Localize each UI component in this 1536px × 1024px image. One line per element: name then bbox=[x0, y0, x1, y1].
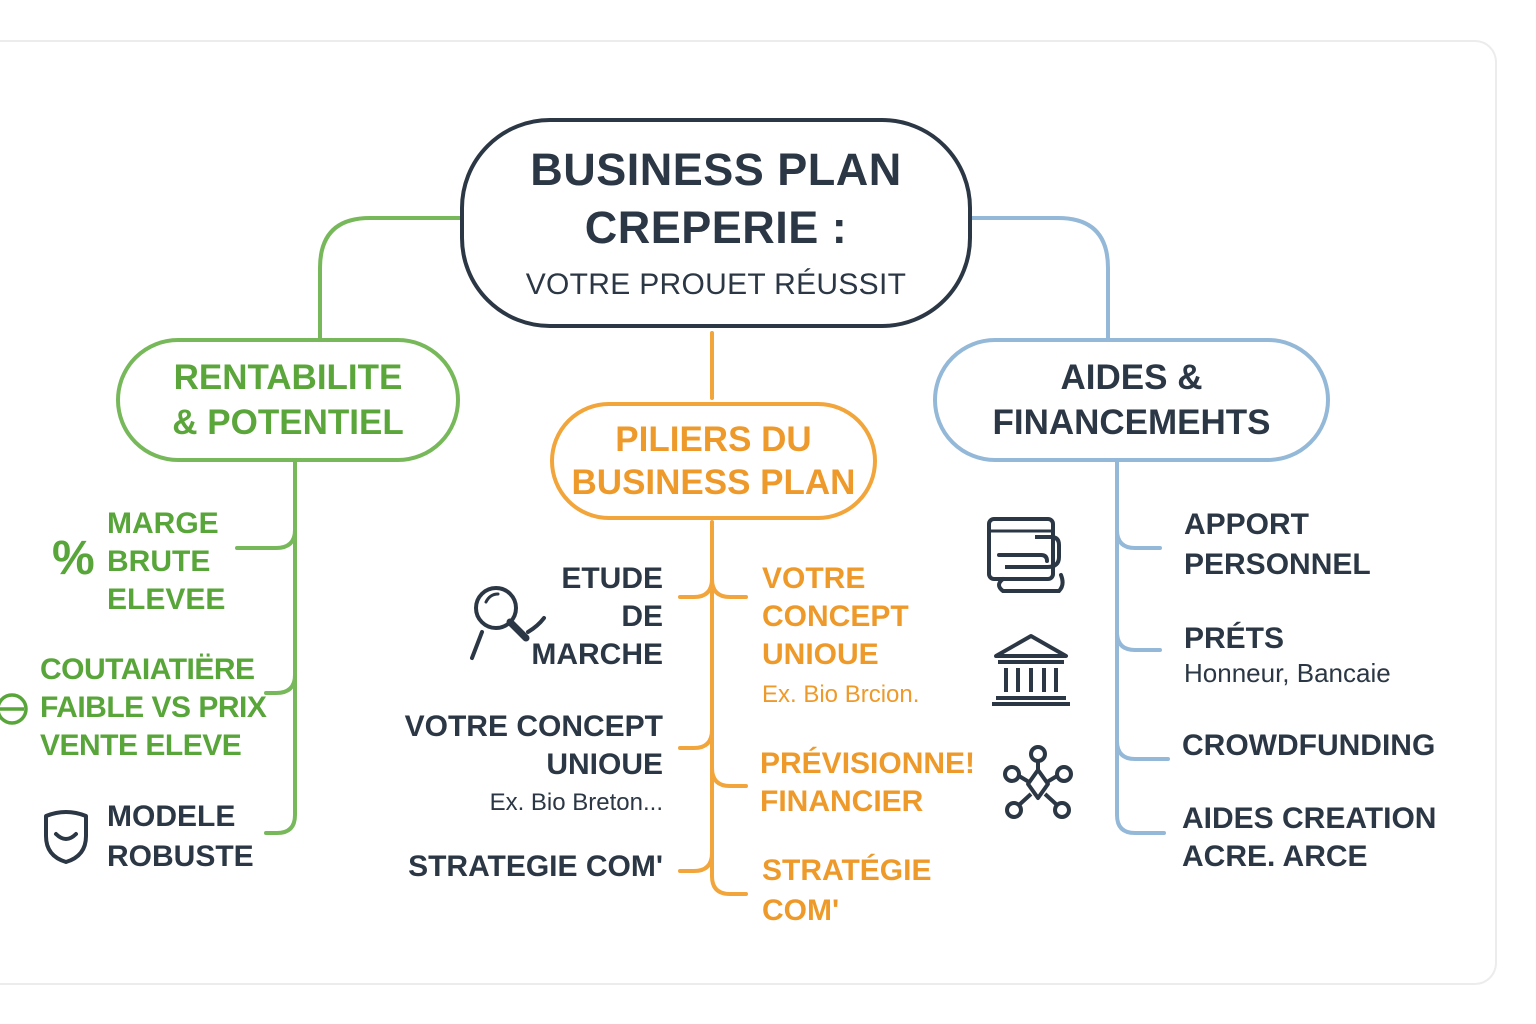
right-item-aides-creation: AIDES CREATION ACRE. ARCE bbox=[1182, 802, 1437, 873]
shield-icon bbox=[44, 810, 88, 864]
central-title-line2: CREPERIE : bbox=[584, 202, 848, 254]
middle-item-concept-right: VOTRE CONCEPT UNIOUE Ex. Bio Brcion. bbox=[762, 562, 920, 708]
connector-left-trunk bbox=[264, 460, 297, 835]
node-piliers-line1: PILIERS DU bbox=[615, 419, 812, 459]
connector-central-left bbox=[318, 216, 462, 340]
right-item-apport: APPORT PERSONNEL bbox=[1184, 508, 1371, 581]
node-rentabilite-line1: RENTABILITE bbox=[173, 357, 403, 397]
right-item-prets: PRÉTS Honneur, Bancaie bbox=[1184, 622, 1391, 688]
connector-middle-left-1 bbox=[678, 577, 714, 599]
left-item-cout: COUTAIATIËRE FAIBLE VS PRIX VENTE ELEVE bbox=[40, 653, 267, 762]
bank-icon bbox=[992, 634, 1070, 706]
network-icon bbox=[1003, 745, 1073, 819]
central-node: BUSINESS PLAN CREPERIE : VOTRE PROUET RÉ… bbox=[460, 118, 972, 328]
middle-item-etude: ETUDE DE MARCHE bbox=[531, 562, 663, 671]
percent-icon: % bbox=[52, 532, 95, 585]
connector-middle-left-2 bbox=[678, 728, 714, 750]
magnifier-icon bbox=[470, 586, 546, 660]
connector-middle-right-2 bbox=[710, 766, 748, 788]
node-aides: AIDES & FINANCEMEHTS bbox=[933, 338, 1330, 462]
connector-right-item-3 bbox=[1115, 739, 1170, 761]
connector-right-item-2 bbox=[1115, 630, 1162, 652]
left-item-marge: MARGE BRUTE ELEVEE bbox=[107, 507, 226, 616]
middle-item-concept-left: VOTRE CONCEPT UNIOUE Ex. Bio Breton... bbox=[404, 710, 663, 816]
minus-circle-icon bbox=[0, 693, 28, 725]
right-item-crowdfunding: CROWDFUNDING bbox=[1182, 729, 1436, 762]
node-rentabilite-line2: & POTENTIEL bbox=[172, 403, 404, 442]
middle-item-strategie-left: STRATEGIE COM' bbox=[408, 850, 663, 883]
document-hand-icon bbox=[987, 517, 1065, 593]
middle-item-previsionnel: PRÉVISIONNE! FINANCIER bbox=[760, 747, 976, 818]
central-subtitle: VOTRE PROUET RÉUSSIT bbox=[525, 267, 907, 301]
node-piliers-line2: BUSINESS PLAN bbox=[571, 463, 856, 502]
left-item-modele: MODELE ROBUSTE bbox=[107, 800, 254, 873]
connector-middle-left-3 bbox=[678, 851, 714, 873]
connector-middle-right-1 bbox=[710, 577, 748, 599]
connector-middle-right-3 bbox=[710, 874, 748, 896]
node-aides-line1: AIDES & bbox=[1060, 357, 1203, 397]
connector-right-item-1 bbox=[1115, 528, 1162, 550]
node-piliers: PILIERS DU BUSINESS PLAN bbox=[550, 402, 877, 520]
node-rentabilite: RENTABILITE & POTENTIEL bbox=[116, 338, 460, 462]
node-aides-line2: FINANCEMEHTS bbox=[992, 403, 1271, 442]
connector-left-item-1 bbox=[235, 528, 297, 550]
middle-item-strategie-right: STRATÉGIE COM' bbox=[762, 854, 932, 927]
connector-central-right bbox=[970, 216, 1110, 340]
connector-left-item-2 bbox=[264, 673, 297, 695]
central-title-line1: BUSINESS PLAN bbox=[530, 143, 902, 195]
connector-right-trunk bbox=[1115, 460, 1166, 835]
